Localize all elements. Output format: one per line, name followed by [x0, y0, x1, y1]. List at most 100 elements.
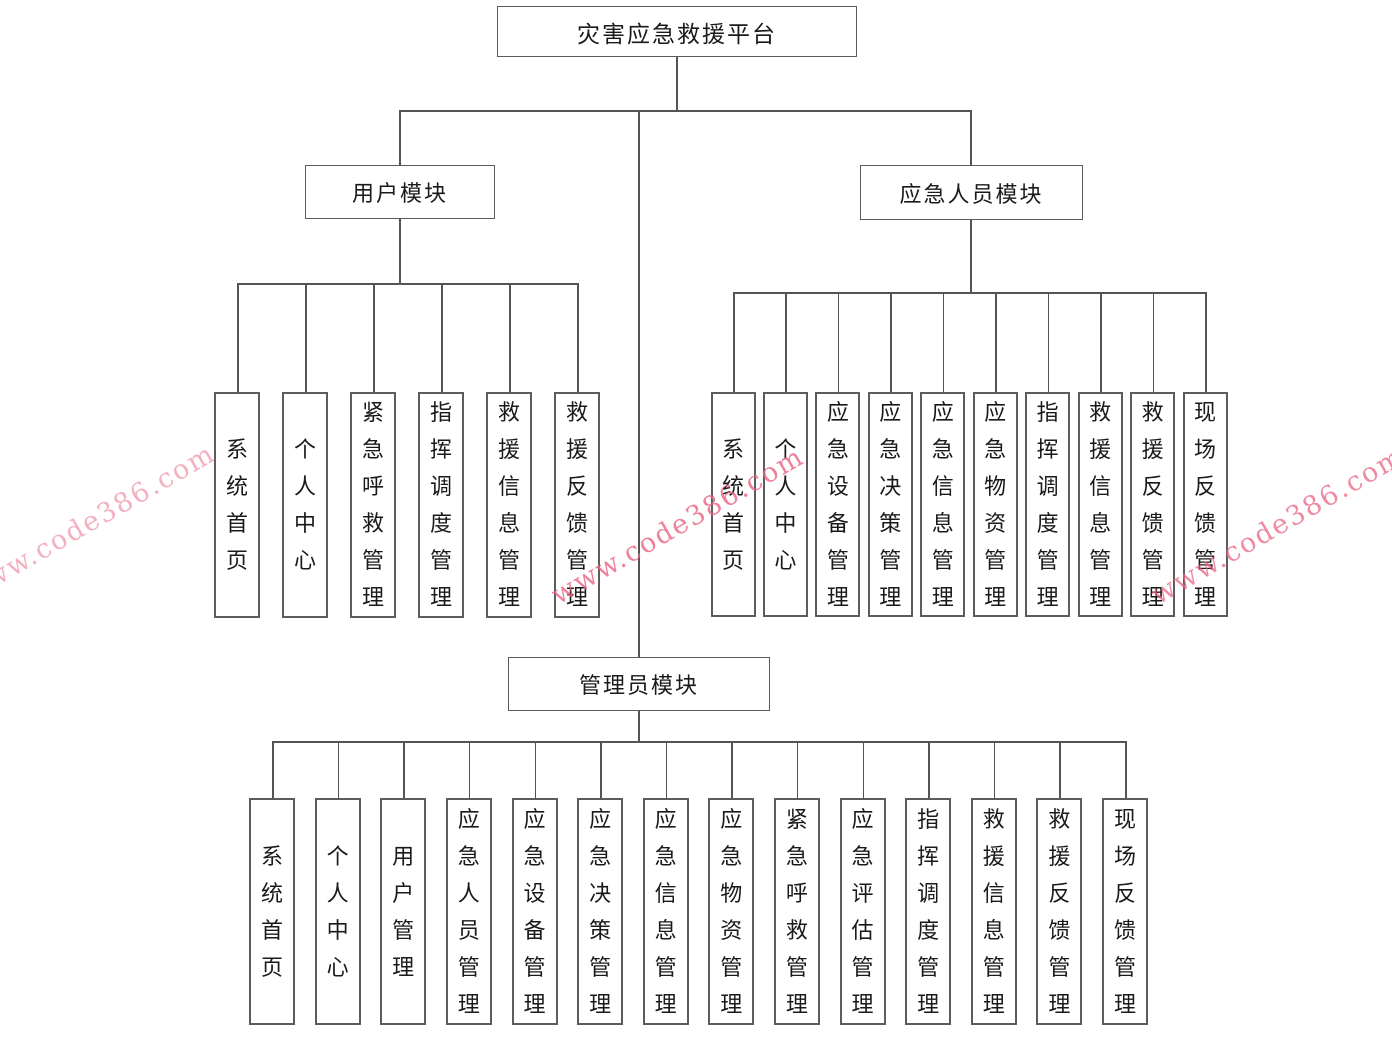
admin-child-node: 应急人员管理	[445, 798, 492, 1025]
child-node-label: 救援反馈管理	[1048, 806, 1071, 1017]
root-node-box: 灾害应急救援平台	[497, 6, 857, 57]
admin-child-node: 应急评估管理	[839, 798, 886, 1025]
child-node-label: 系统首页	[260, 843, 283, 980]
connector-line	[1059, 741, 1061, 798]
watermark-text: www.code386.com	[0, 437, 221, 609]
connector-line	[665, 741, 668, 798]
connector-line	[995, 292, 997, 392]
child-node-label: 指挥调度管理	[429, 400, 452, 610]
connector-line	[928, 741, 930, 798]
child-node-label: 个人中心	[774, 436, 797, 573]
connector-line	[1047, 292, 1050, 392]
responder-child-node: 系统首页	[710, 392, 756, 617]
admin-child-node: 指挥调度管理	[905, 798, 952, 1025]
admin-child-node: 应急设备管理	[511, 798, 558, 1025]
connector-line	[509, 283, 511, 392]
child-node-label: 应急物资管理	[720, 806, 743, 1017]
connector-line	[970, 220, 972, 292]
connector-line	[403, 741, 405, 798]
child-node-label: 救援信息管理	[1089, 399, 1112, 610]
admin-child-node: 个人中心	[314, 798, 361, 1025]
connector-line	[638, 110, 640, 657]
connector-line	[942, 292, 945, 392]
root-node-label: 灾害应急救援平台	[577, 20, 777, 47]
connector-line	[862, 741, 864, 798]
connector-line	[733, 292, 1207, 294]
connector-line	[534, 741, 536, 798]
child-node-label: 现场反馈管理	[1193, 399, 1216, 610]
connector-line	[970, 110, 972, 165]
responder-child-node: 个人中心	[762, 392, 808, 617]
admin-child-node: 现场反馈管理	[1102, 798, 1148, 1025]
connector-line	[237, 283, 579, 285]
child-node-label: 应急设备管理	[826, 399, 849, 610]
child-node-label: 现场反馈管理	[1113, 806, 1136, 1017]
user-child-node: 指挥调度管理	[418, 392, 464, 618]
admin-child-node: 紧急呼救管理	[773, 798, 820, 1025]
admin-child-node: 应急决策管理	[577, 798, 624, 1025]
connector-line	[890, 292, 892, 392]
responder-module-box: 应急人员模块	[860, 165, 1083, 220]
child-node-label: 应急信息管理	[931, 399, 954, 610]
admin-child-node: 应急物资管理	[708, 798, 755, 1025]
child-node-label: 系统首页	[225, 437, 248, 573]
connector-line	[638, 711, 640, 741]
connector-line	[785, 292, 787, 392]
user-child-node: 救援信息管理	[486, 392, 532, 618]
child-node-label: 应急决策管理	[879, 399, 902, 610]
connector-line	[837, 292, 840, 392]
user-child-node: 紧急呼救管理	[350, 392, 396, 618]
responder-child-node: 救援信息管理	[1077, 392, 1123, 617]
child-node-label: 紧急呼救管理	[361, 400, 384, 610]
child-node-label: 救援反馈管理	[1141, 399, 1164, 610]
connector-line	[441, 283, 443, 392]
admin-child-node: 用户管理	[380, 798, 427, 1025]
connector-line	[731, 741, 733, 798]
connector-line	[305, 283, 307, 392]
connector-line	[373, 283, 375, 392]
responder-child-node: 应急决策管理	[867, 392, 913, 617]
responder-child-node: 应急物资管理	[972, 392, 1018, 617]
child-node-label: 指挥调度管理	[917, 806, 940, 1017]
connector-line	[399, 110, 401, 165]
admin-child-node: 救援信息管理	[970, 798, 1017, 1025]
connector-line	[600, 741, 602, 798]
connector-line	[237, 283, 239, 392]
admin-child-node: 救援反馈管理	[1036, 798, 1083, 1025]
connector-line	[337, 741, 340, 798]
child-node-label: 个人中心	[326, 843, 349, 980]
responder-child-node: 指挥调度管理	[1025, 392, 1071, 617]
connector-line	[399, 110, 971, 112]
connector-line	[1205, 292, 1207, 392]
child-node-label: 应急物资管理	[984, 399, 1007, 610]
connector-line	[577, 283, 579, 392]
connector-line	[993, 741, 996, 798]
connector-line	[1125, 741, 1127, 798]
connector-line	[272, 741, 1127, 743]
user-child-node: 个人中心	[282, 392, 328, 618]
connector-line	[399, 219, 401, 283]
child-node-label: 应急评估管理	[851, 806, 874, 1017]
responder-module-label: 应急人员模块	[899, 181, 1044, 207]
admin-child-node: 系统首页	[249, 798, 295, 1025]
responder-child-node: 应急设备管理	[815, 392, 861, 617]
responder-child-node: 应急信息管理	[920, 392, 966, 617]
child-node-label: 用户管理	[392, 843, 415, 980]
user-child-node: 救援反馈管理	[554, 392, 600, 618]
child-node-label: 救援信息管理	[497, 400, 520, 610]
child-node-label: 应急决策管理	[589, 806, 612, 1017]
user-module-box: 用户模块	[305, 165, 495, 219]
connector-line	[676, 57, 678, 110]
child-node-label: 应急设备管理	[523, 806, 546, 1017]
child-node-label: 应急人员管理	[457, 806, 480, 1017]
connector-line	[272, 741, 274, 798]
connector-line	[733, 292, 735, 392]
admin-module-box: 管理员模块	[508, 657, 770, 711]
admin-module-label: 管理员模块	[578, 673, 699, 698]
child-node-label: 应急信息管理	[654, 806, 677, 1017]
child-node-label: 系统首页	[721, 436, 744, 573]
child-node-label: 个人中心	[293, 437, 316, 573]
connector-line	[796, 741, 799, 798]
child-node-label: 救援反馈管理	[565, 400, 588, 610]
